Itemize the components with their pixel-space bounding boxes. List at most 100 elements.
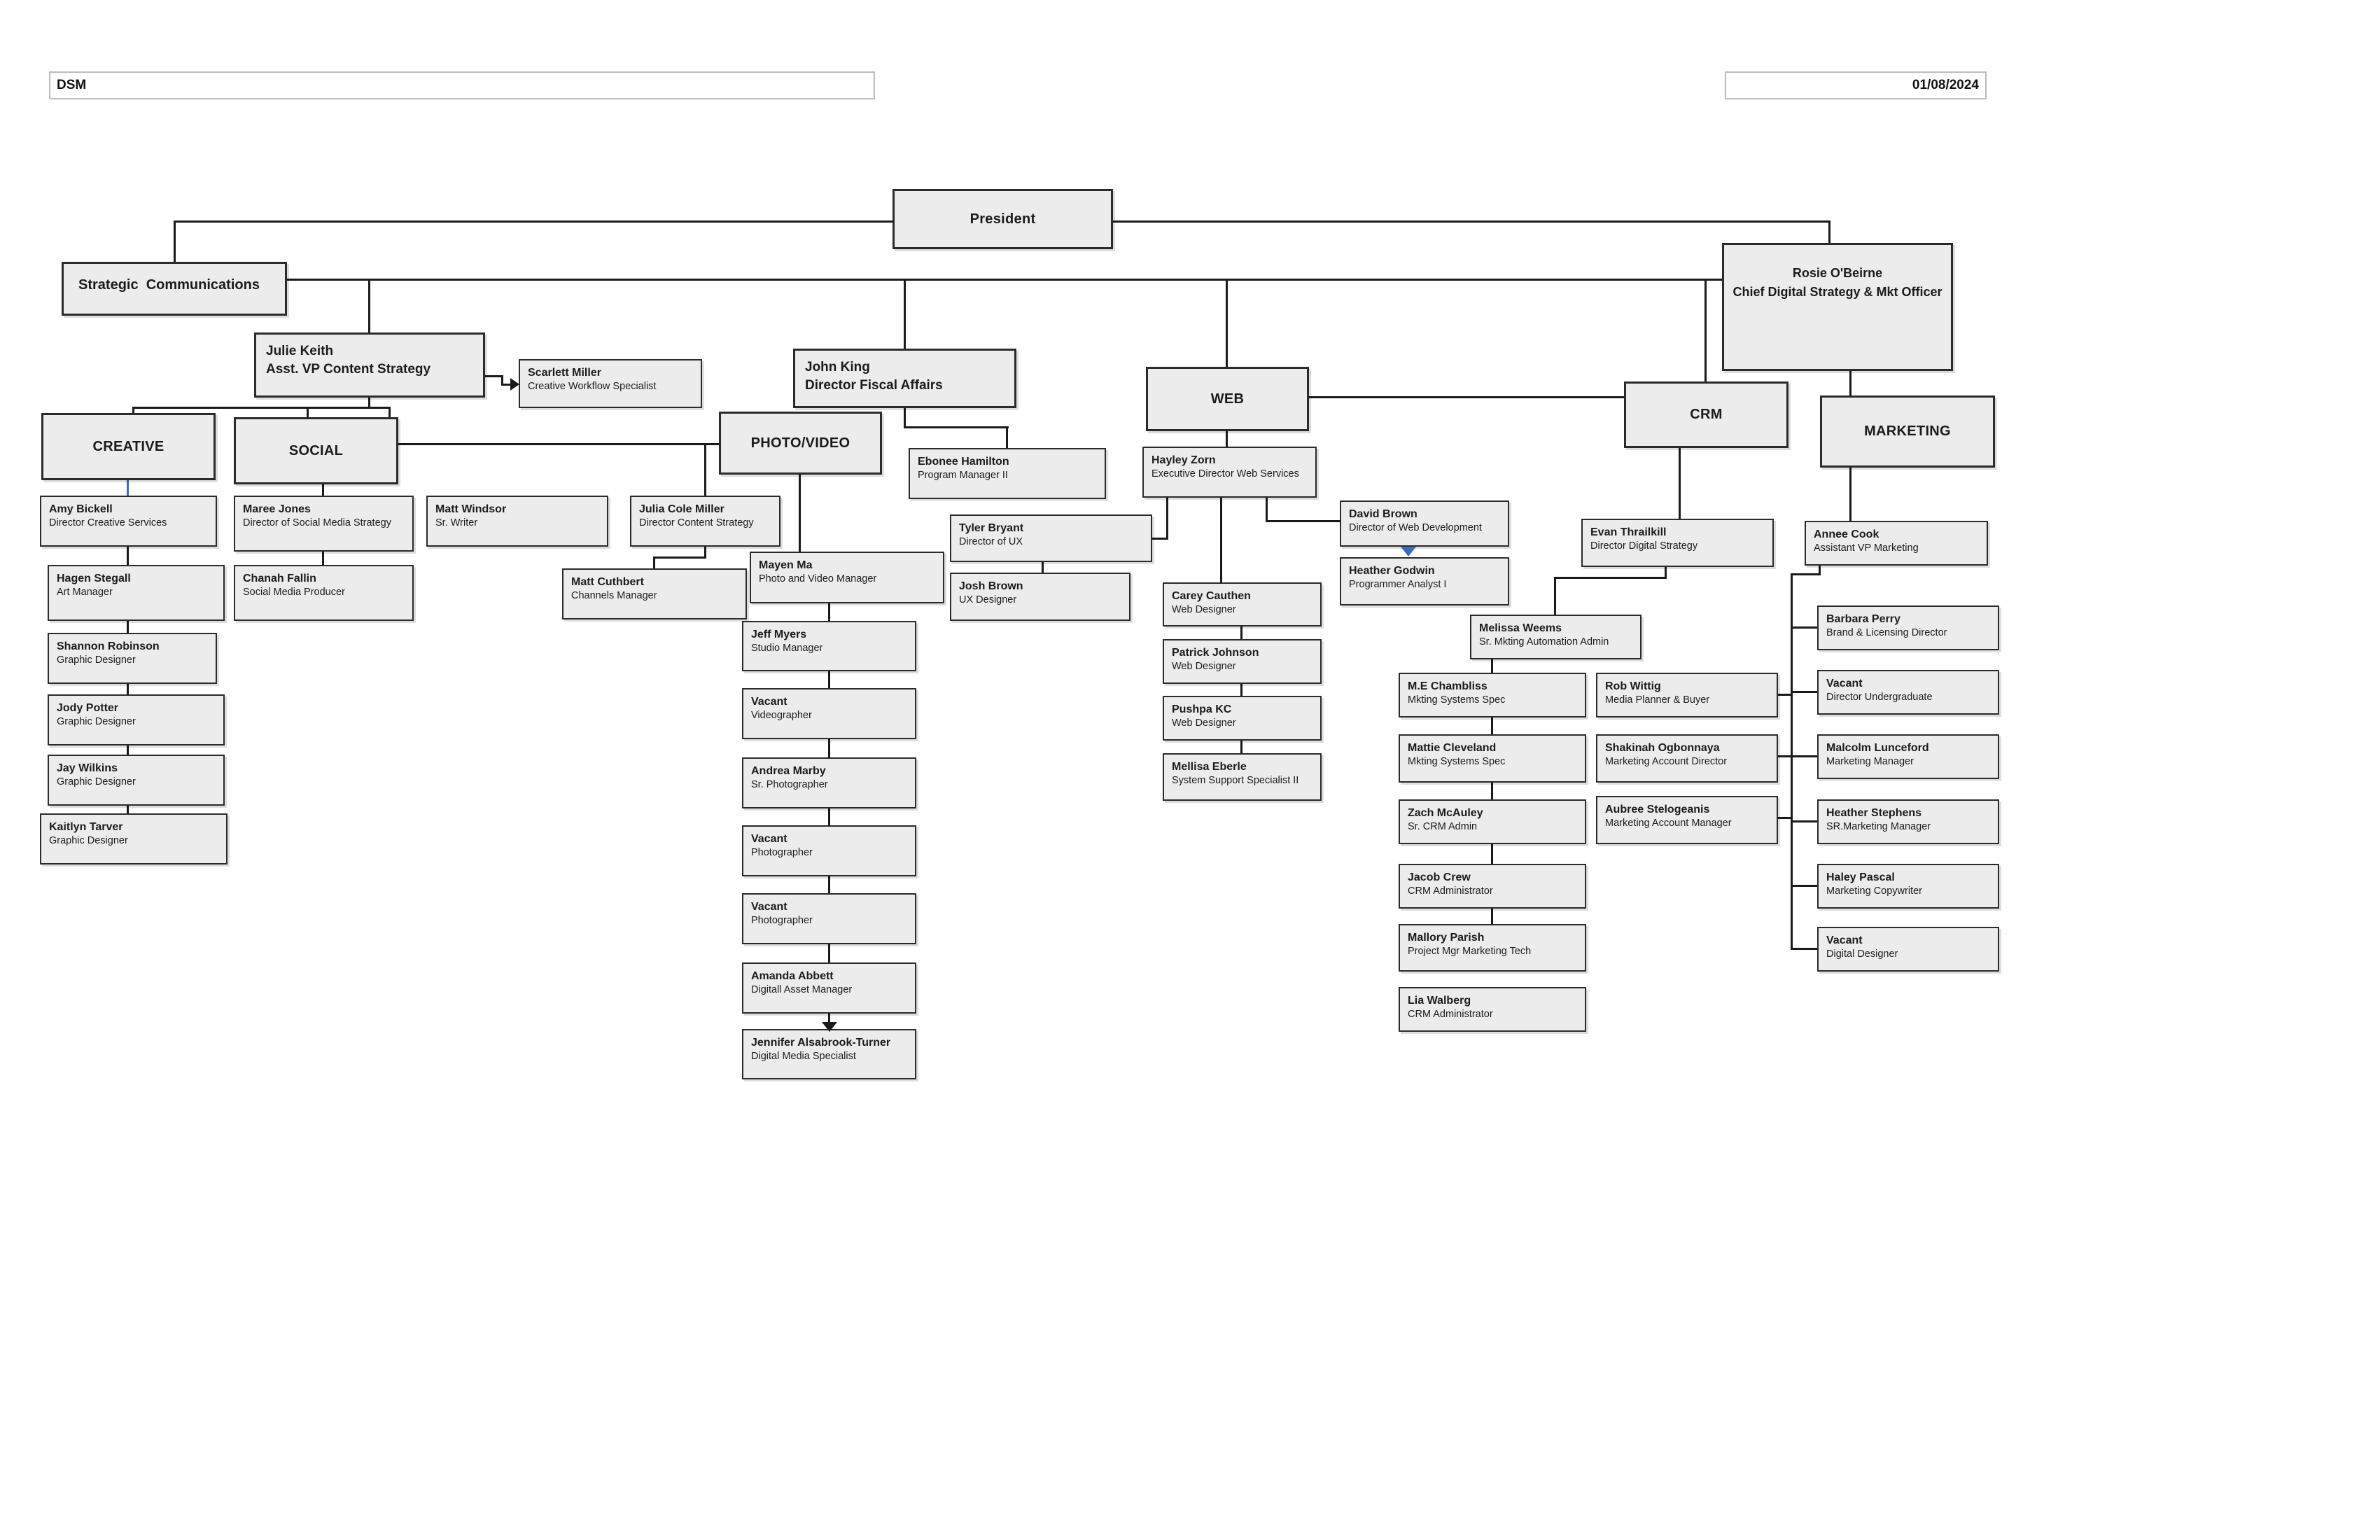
connector-line	[1791, 573, 1821, 575]
connector-line	[704, 443, 706, 496]
org-node-title: Executive Director Web Services	[1152, 468, 1299, 479]
connector-line	[1778, 817, 1792, 819]
org-node-title: Director of Web Development	[1349, 522, 1482, 533]
org-node-title: Sr. Mkting Automation Admin	[1479, 636, 1609, 648]
connector-line	[1491, 844, 1493, 864]
org-node-name: Matt Cuthbert	[571, 576, 644, 588]
connector-line	[1166, 498, 1168, 540]
org-node-title: Social Media Producer	[243, 587, 345, 598]
org-node-title: Sr. Writer	[435, 517, 478, 528]
connector-line	[174, 220, 892, 223]
org-node-title: Photographer	[751, 847, 813, 858]
org-node-title: Graphic Designer	[57, 654, 136, 666]
org-node-title: SR.Marketing Manager	[1826, 821, 1931, 832]
connector-line	[127, 620, 129, 634]
org-node-title: Creative Workflow Specialist	[528, 381, 657, 392]
connector-line	[704, 546, 706, 558]
connector-line	[1778, 694, 1792, 696]
org-node-name: Zach McAuley	[1408, 807, 1483, 819]
connector-line	[1791, 885, 1819, 887]
org-node-name: Melissa Weems	[1479, 622, 1562, 634]
connector-line	[127, 546, 129, 566]
connector-line	[127, 805, 129, 814]
org-node-title: CRM Administrator	[1408, 886, 1493, 897]
org-node-name: Lia Walberg	[1408, 995, 1471, 1007]
org-node-title: Brand & Licensing Director	[1826, 627, 1947, 638]
org-node-name: Vacant	[751, 833, 788, 845]
connector-line	[1791, 626, 1819, 629]
org-node-title: Director of Social Media Strategy	[243, 517, 391, 528]
org-node-title: Photographer	[751, 915, 813, 926]
connector-line	[1679, 448, 1681, 519]
connector-line	[1240, 740, 1242, 754]
org-node-name: Mallory Parish	[1408, 932, 1485, 944]
org-node-name: Haley Pascal	[1826, 872, 1895, 883]
org-node-name: Amanda Abbett	[751, 970, 834, 982]
org-node-name: Matt Windsor	[435, 503, 507, 515]
connector-line	[904, 279, 906, 349]
org-node-title: Marketing Account Manager	[1605, 818, 1732, 829]
connector-line	[287, 279, 1722, 281]
connector-line	[828, 876, 830, 894]
org-node-name: Carey Cauthen	[1172, 590, 1251, 602]
org-node-crm: CRM	[1624, 382, 1788, 448]
connector-line	[501, 375, 503, 385]
connector-line	[1240, 683, 1242, 696]
arrow-to-scarlett-miller	[510, 378, 519, 391]
org-node-pushpa-kc: Pushpa KC Web Designer	[1163, 696, 1322, 741]
connector-line	[1791, 691, 1819, 693]
connector-line	[1704, 279, 1707, 382]
org-node-title: Sr. CRM Admin	[1408, 821, 1478, 832]
org-node-name: Rob Wittig	[1605, 680, 1661, 692]
connector-line	[904, 426, 1009, 428]
connector-line	[1309, 396, 1624, 398]
connector-line	[904, 408, 906, 428]
org-node-name: Amy Bickell	[49, 503, 113, 515]
org-node-title: Graphic Designer	[57, 716, 136, 727]
connector-line	[1849, 467, 1851, 522]
org-node-title: Program Manager II	[918, 470, 1008, 481]
connector-line	[1554, 577, 1556, 615]
org-node-name: Pushpa KC	[1172, 704, 1232, 715]
org-node-title: Photo and Video Manager	[759, 573, 877, 584]
connector-line	[1266, 498, 1268, 522]
org-node-name: Shannon Robinson	[57, 640, 160, 652]
org-node-name: Jacob Crew	[1408, 872, 1471, 883]
org-node-name: Heather Stephens	[1826, 807, 1922, 819]
org-node-name: Malcolm Lunceford	[1826, 742, 1929, 754]
arrow-to-jennifer-alsabrook-turner	[822, 1022, 837, 1032]
connector-line	[1491, 659, 1493, 673]
org-node-title: Marketing Manager	[1826, 756, 1914, 767]
connector-line	[828, 1013, 830, 1024]
connector-line	[799, 474, 801, 552]
org-node-social: SOCIAL	[234, 417, 398, 484]
connector-line	[653, 556, 655, 569]
org-node-title: Marketing Copywriter	[1826, 886, 1922, 897]
connector-line	[653, 556, 706, 559]
org-node-title: Videographer	[751, 710, 812, 721]
org-node-name: Ebonee Hamilton	[918, 456, 1009, 468]
org-node-title: Web Designer	[1172, 718, 1236, 729]
